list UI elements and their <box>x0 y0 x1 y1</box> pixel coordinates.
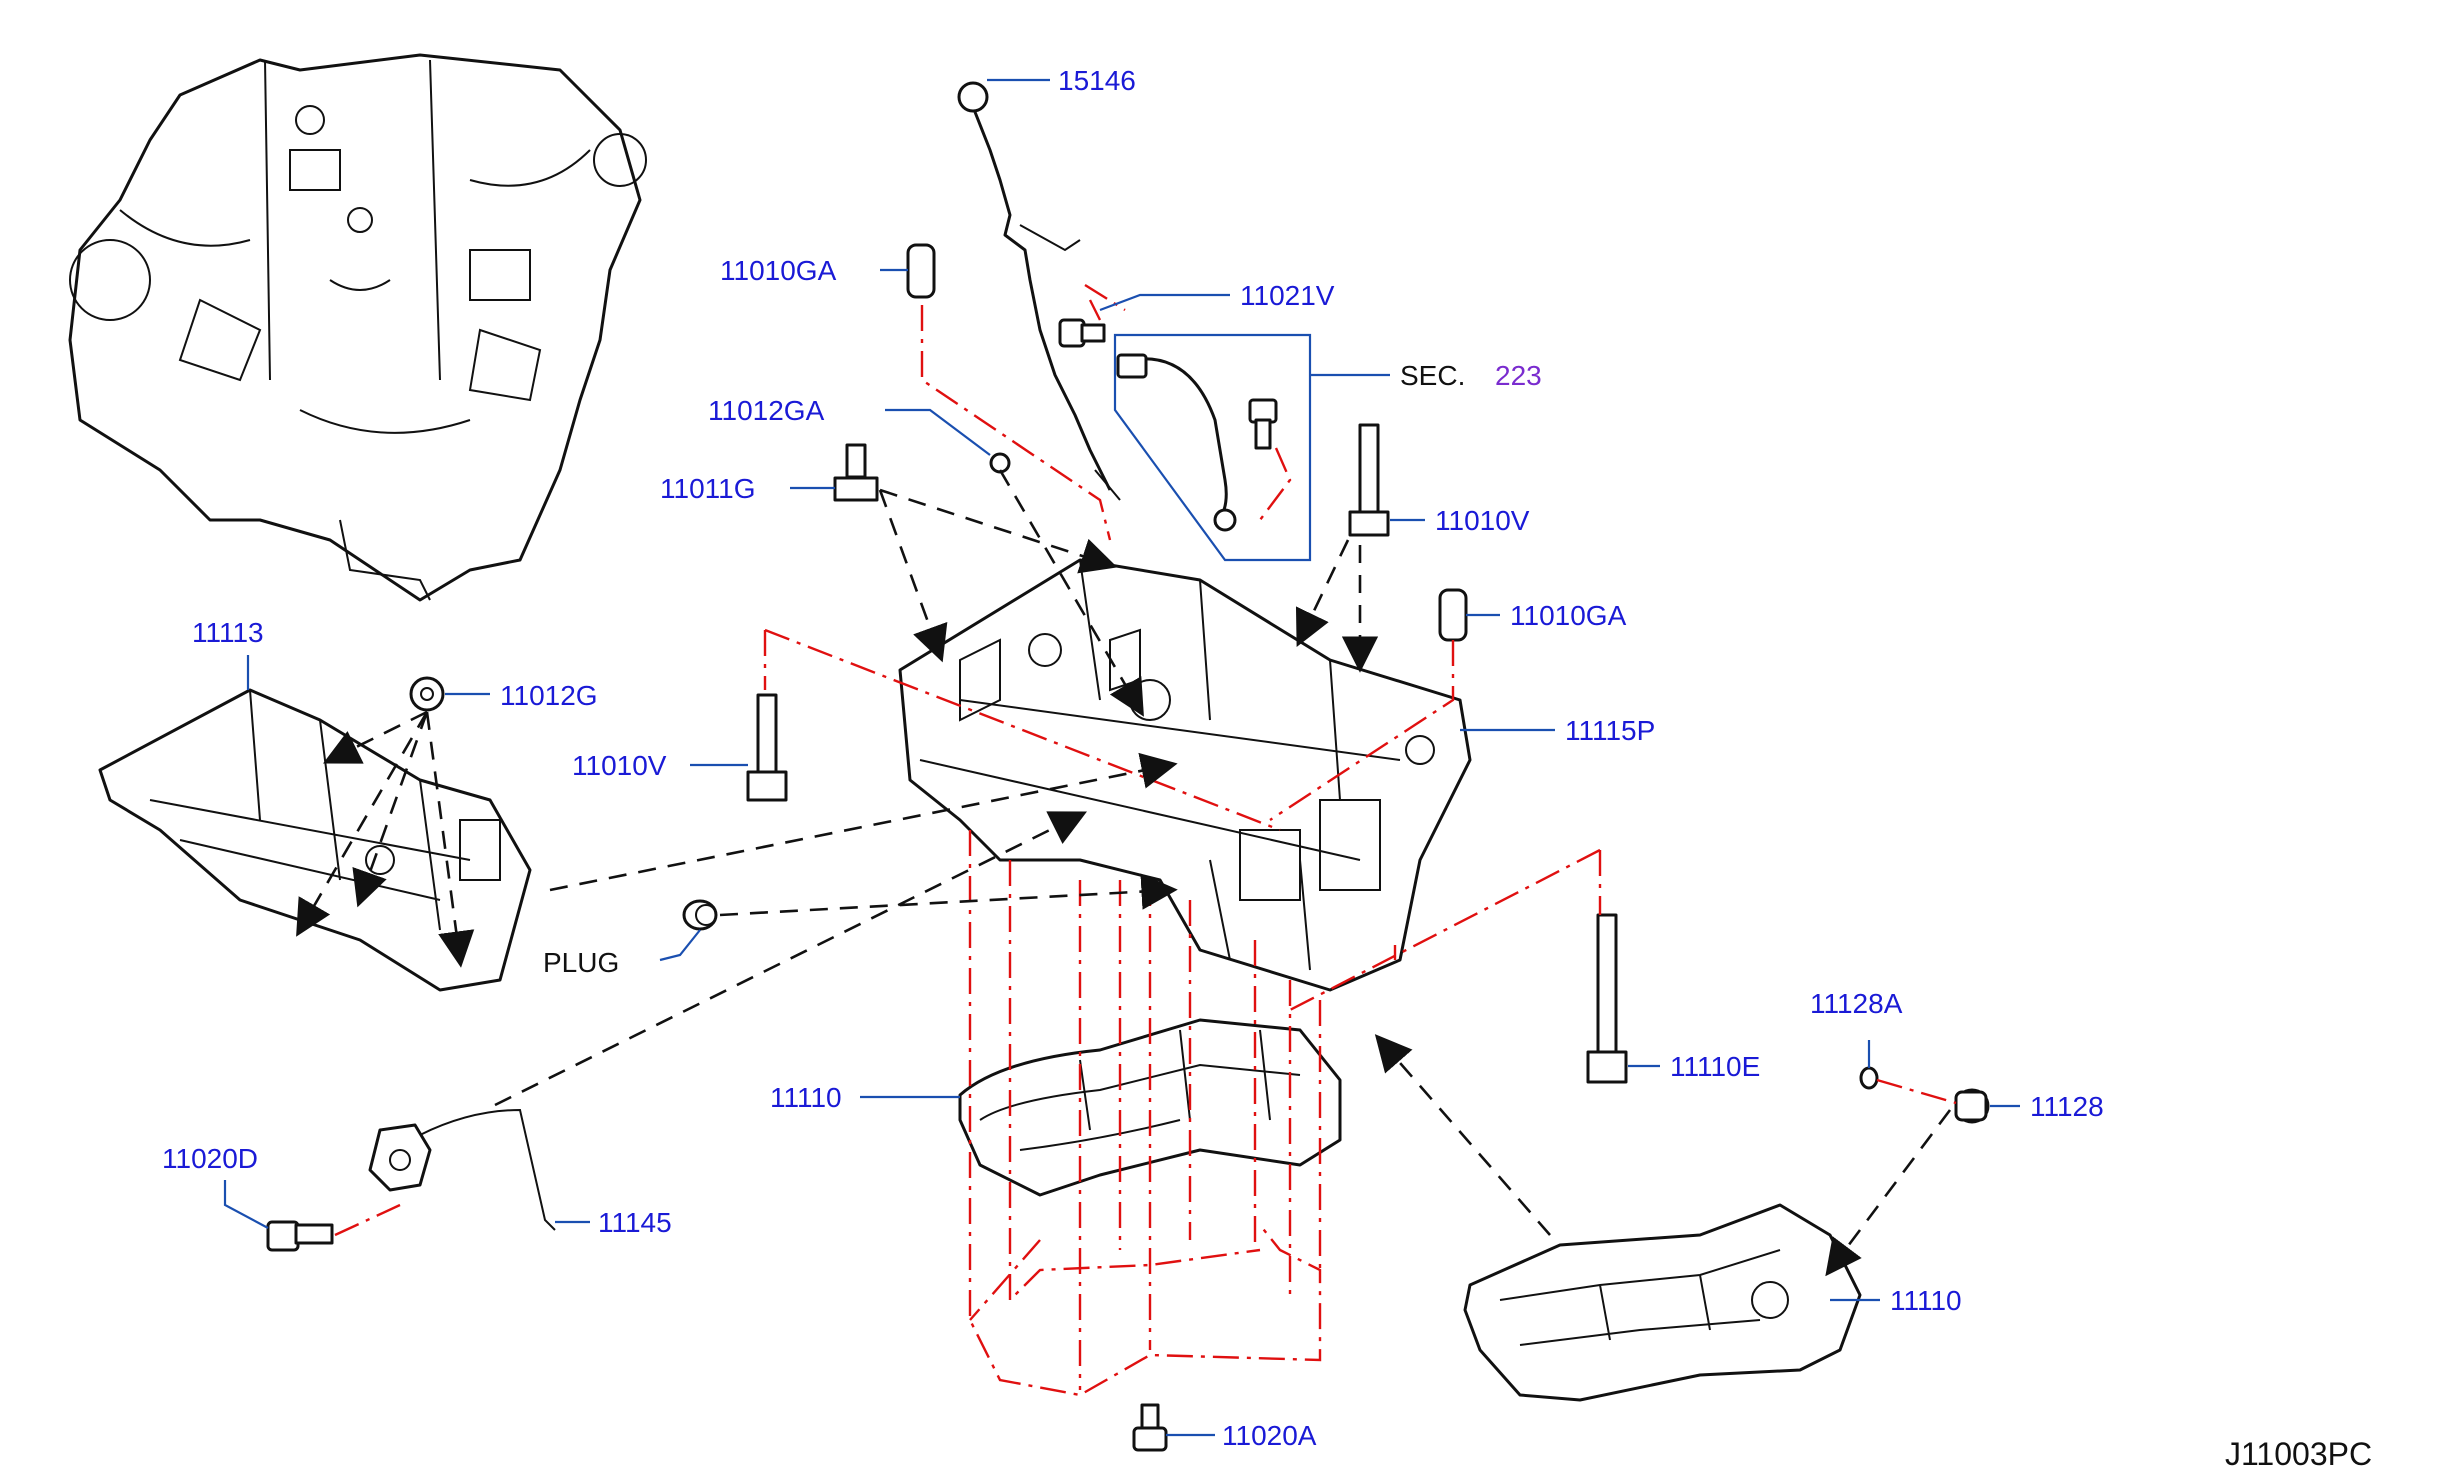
section-ref-prefix: SEC. <box>1400 360 1465 391</box>
section-ref-number[interactable]: 223 <box>1495 360 1542 391</box>
engine-assembly-illustration <box>68 53 647 602</box>
label-11145[interactable]: 11145 <box>598 1207 672 1238</box>
bolt-11010v-left <box>746 693 788 802</box>
label-11012ga[interactable]: 11012GA <box>708 395 825 426</box>
label-11010v-left[interactable]: 11010V <box>572 750 667 781</box>
dowel-11010ga-right <box>1438 588 1468 642</box>
label-11010ga-top[interactable]: 11010GA <box>720 255 837 286</box>
ring-11012ga <box>989 452 1011 474</box>
label-11115p[interactable]: 11115P <box>1565 715 1655 746</box>
leader-lines <box>223 78 2020 1437</box>
diagram-code: J11003PC <box>2225 1436 2372 1472</box>
label-plug[interactable]: PLUG <box>543 947 619 978</box>
label-11113[interactable]: 11113 <box>192 617 264 648</box>
label-11128[interactable]: 11128 <box>2030 1091 2104 1122</box>
assembly-lines-red <box>334 283 1957 1397</box>
label-11010ga-right[interactable]: 11010GA <box>1510 600 1627 631</box>
label-11110-center[interactable]: 11110 <box>770 1082 842 1113</box>
bolt-11011g <box>833 443 879 502</box>
assembly-arrows-black <box>296 469 1952 1277</box>
dowel-11010ga-top <box>906 243 936 299</box>
bolt-11110e <box>1586 913 1628 1084</box>
bolt-11010v-right <box>1348 423 1390 537</box>
oil-level-gauge <box>957 81 1121 501</box>
drain-washer-11128a <box>1859 1066 1879 1090</box>
cylinder-block-illustration <box>898 558 1472 992</box>
label-11110e[interactable]: 11110E <box>1670 1051 1760 1082</box>
label-11012g[interactable]: 11012G <box>500 680 598 711</box>
oil-tube-11145 <box>368 1108 556 1231</box>
bolt-11021v <box>1058 318 1106 348</box>
section-223-callout-box <box>1113 333 1312 562</box>
ladder-frame-illustration <box>98 688 532 992</box>
plug-illustration <box>682 899 718 931</box>
oil-pan-right-illustration <box>1463 1203 1862 1402</box>
bolt-11020a <box>1132 1403 1168 1452</box>
label-11110-right[interactable]: 11110 <box>1890 1285 1962 1316</box>
label-11128a[interactable]: 11128A <box>1810 988 1903 1019</box>
label-11010v-right[interactable]: 11010V <box>1435 505 1530 536</box>
label-11020d[interactable]: 11020D <box>162 1143 258 1174</box>
bolt-11020d <box>266 1220 334 1252</box>
label-11021v[interactable]: 11021V <box>1240 280 1335 311</box>
washer-11012g <box>409 676 445 712</box>
label-11020a[interactable]: 11020A <box>1222 1420 1317 1451</box>
label-11011g[interactable]: 11011G <box>660 473 755 504</box>
label-15146[interactable]: 15146 <box>1058 65 1136 96</box>
drain-plug-11128 <box>1954 1088 1990 1124</box>
oil-pan-center-illustration <box>958 1018 1342 1197</box>
